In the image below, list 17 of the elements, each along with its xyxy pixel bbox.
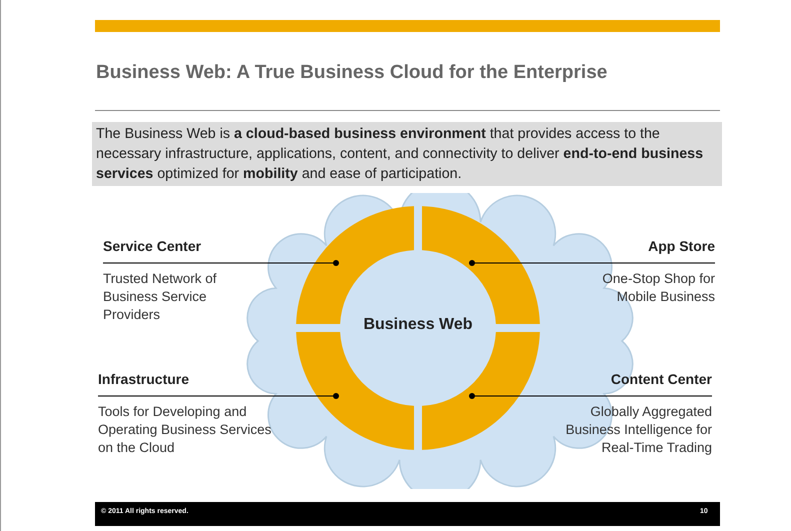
heading-text: App Store: [647, 238, 715, 254]
ring-segment: [296, 332, 414, 450]
heading-text: Infrastructure: [98, 371, 190, 387]
description-text: Tools for Developing and Operating Business Services on the Cloud: [98, 403, 272, 457]
heading-text: Service Center: [103, 238, 202, 254]
description-text: One-Stop Shop for Mobile Business: [601, 270, 715, 306]
center-label: Business Web: [363, 316, 473, 334]
ring-segment: [422, 332, 540, 450]
heading-text: Content Center: [610, 371, 712, 387]
slide-title: Business Web: A True Business Cloud for the Enterprise: [96, 62, 608, 84]
leader-line: [469, 260, 716, 266]
description-text: Trusted Network of Business Service Providers: [103, 270, 218, 324]
description-text: Globally Aggregated Business Intelligence for Real-Time Trading: [564, 403, 712, 457]
leader-line: [102, 260, 339, 266]
intro-paragraph: The Business Web is a cloud-based business environment that provides access to the necessary infrastructure, applications, content, and connectivity to deliver end-to-end business services optimized for mobility and ease of participation.: [92, 122, 722, 186]
leader-line: [98, 393, 339, 399]
leader-line: [469, 393, 712, 399]
